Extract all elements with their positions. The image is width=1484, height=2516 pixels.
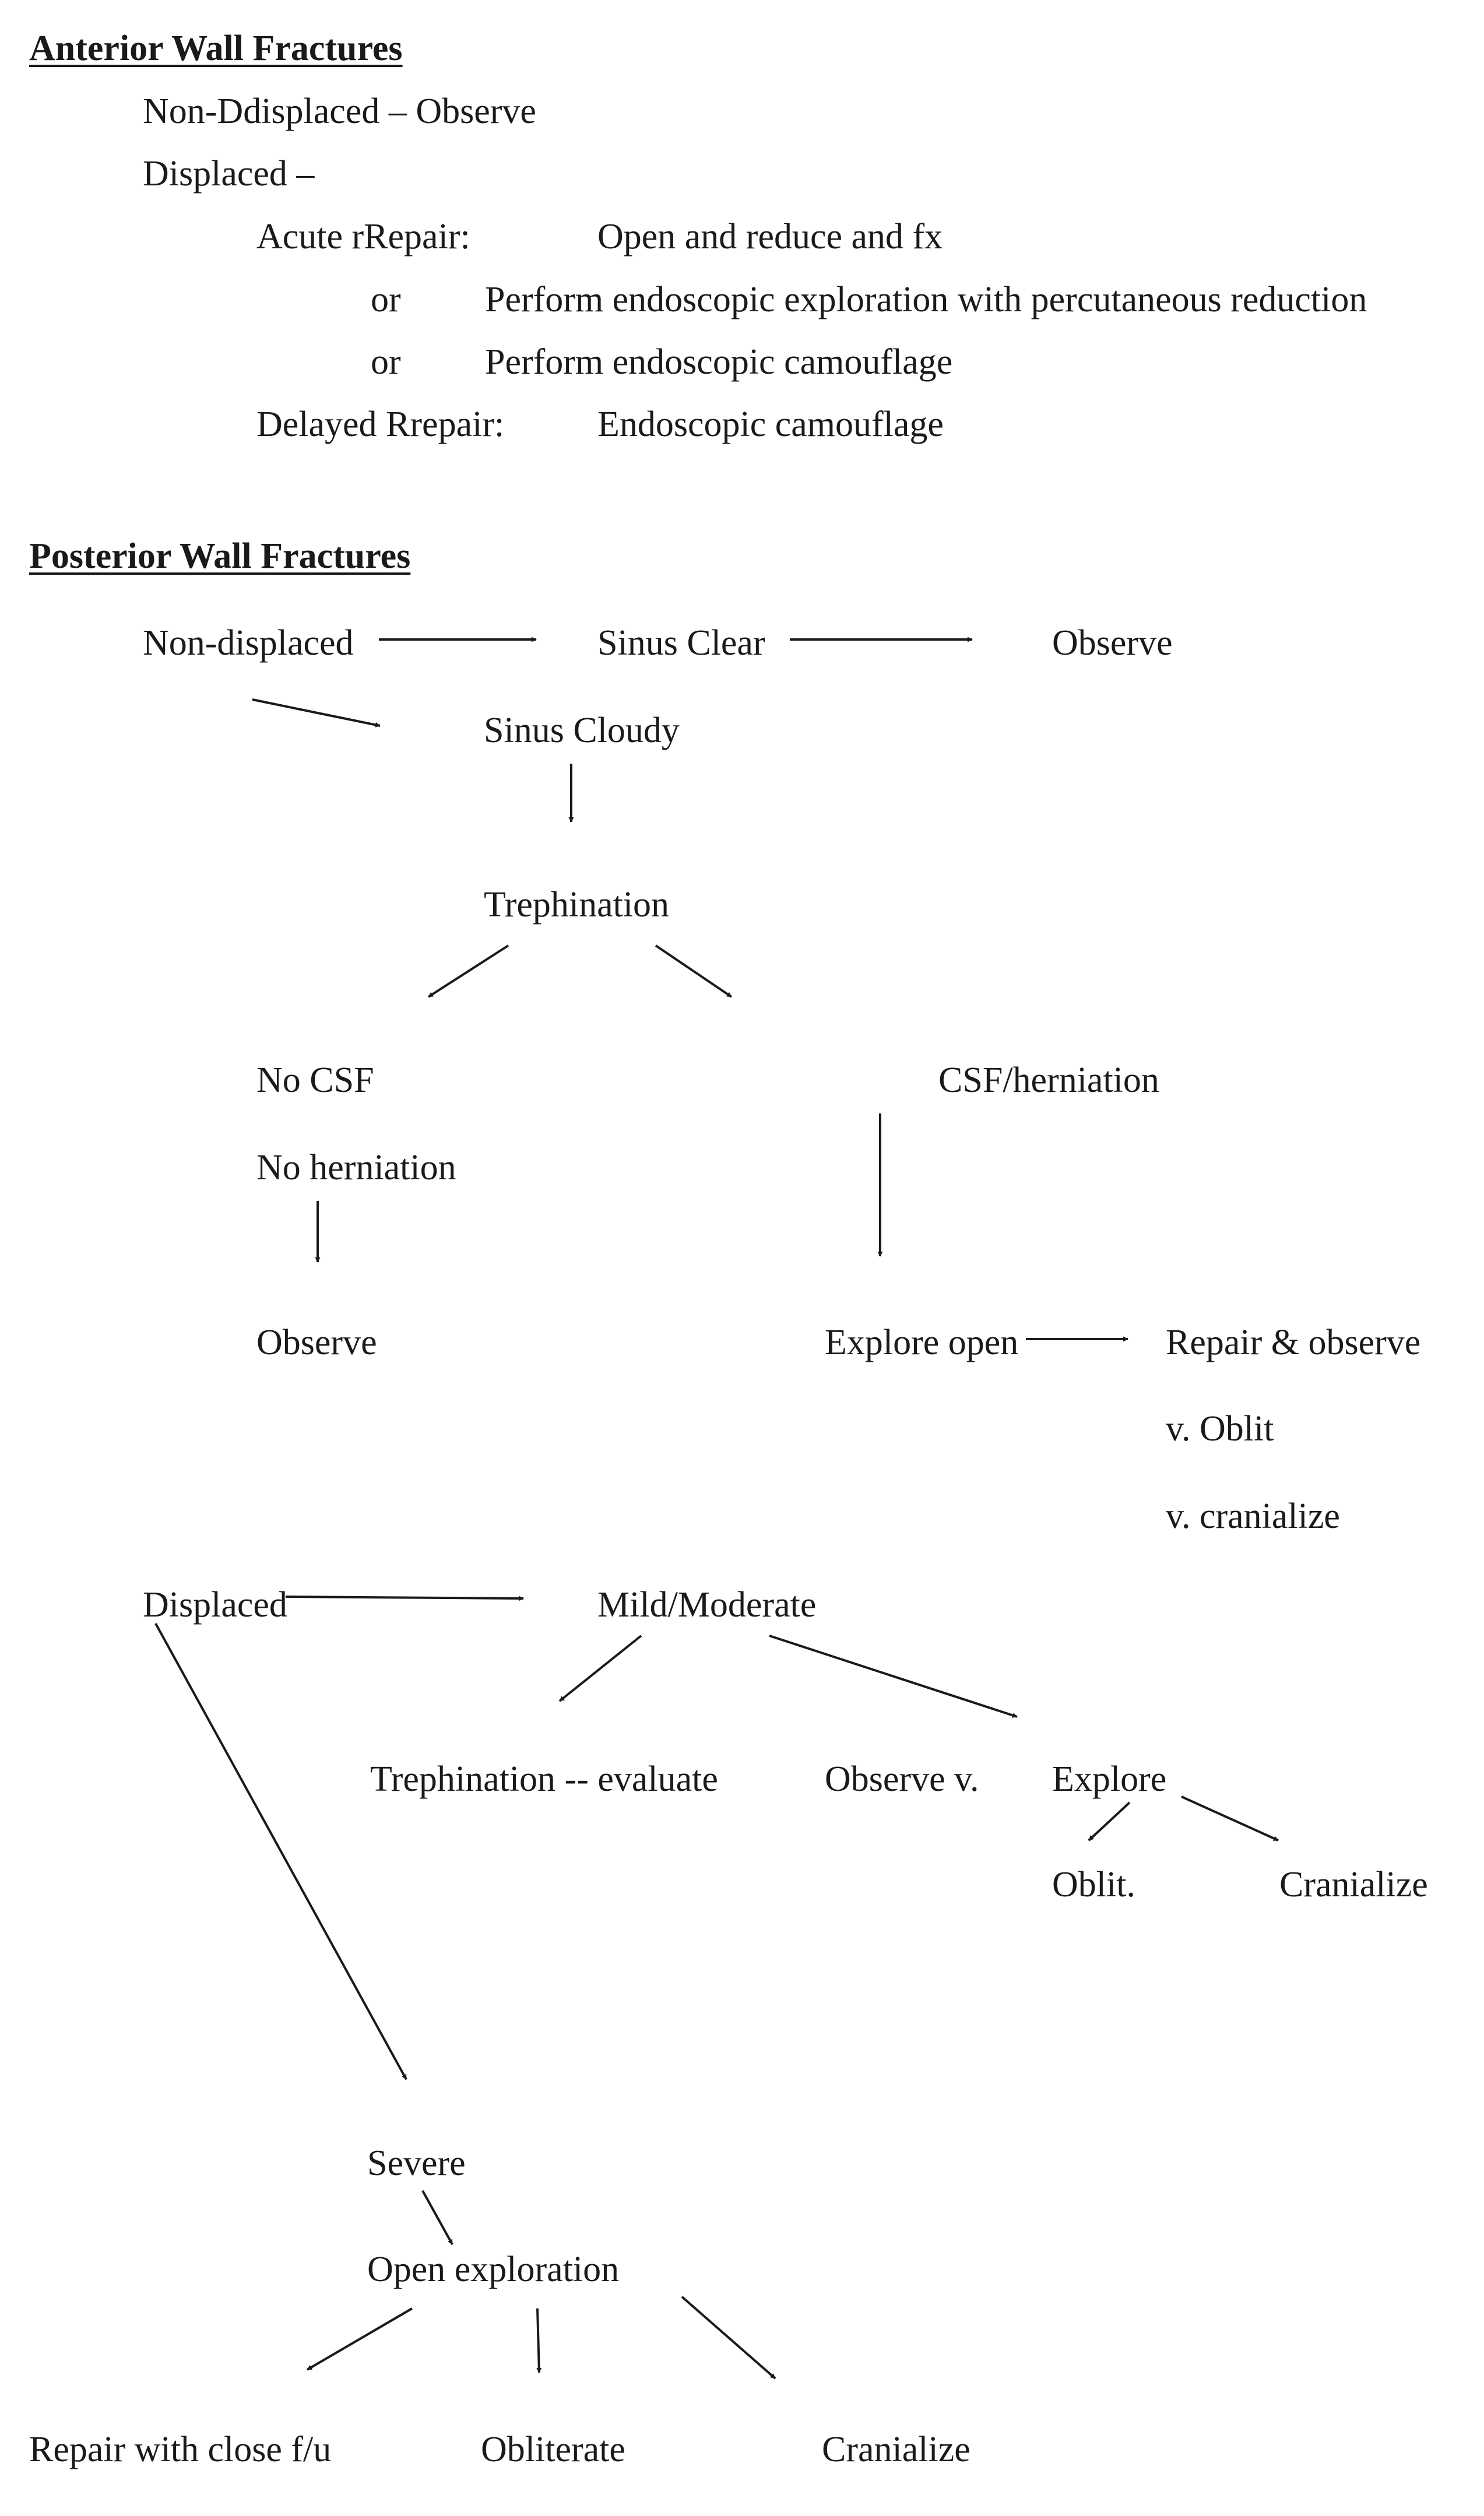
arrow-trephination-to-no-csf [427, 944, 509, 998]
node-sinus-cloudy: Sinus Cloudy [484, 711, 680, 750]
node-explore: Explore [1052, 1759, 1167, 1799]
arrow-displaced-to-mild-moderate [285, 1596, 524, 1601]
arrow-open-exploration-to-obliterate [536, 2308, 542, 2373]
node-open-exploration: Open exploration [367, 2250, 620, 2289]
arrow-nondisplaced-to-sinus-cloudy [252, 698, 381, 728]
arrow-severe-to-open-exploration [421, 2190, 453, 2245]
anterior-non-displaced: Non-Ddisplaced – Observe [143, 92, 536, 131]
node-observe-2: Observe [256, 1323, 377, 1362]
node-cranialize-2: Cranialize [822, 2430, 970, 2469]
node-no-csf: No CSF [256, 1060, 374, 1100]
or-label-2: or [371, 342, 401, 382]
node-displaced: Displaced [143, 1585, 287, 1625]
node-v-cranialize: v. cranialize [1166, 1496, 1340, 1536]
node-oblit: Oblit. [1052, 1865, 1135, 1904]
node-mild-moderate: Mild/Moderate [597, 1585, 817, 1625]
endoscopic-exploration-option: Perform endoscopic exploration with perc… [485, 280, 1367, 319]
anterior-displaced: Displaced – [143, 154, 315, 194]
arrow-displaced-to-severe [154, 1623, 407, 2080]
node-no-herniation: No herniation [256, 1148, 456, 1187]
node-v-oblit: v. Oblit [1166, 1409, 1274, 1449]
acute-repair-label: Acute rRepair: [256, 217, 470, 256]
arrow-open-exploration-to-cranialize [681, 2296, 776, 2380]
arrow-open-exploration-to-repair [306, 2307, 413, 2371]
node-repair-close-fu: Repair with close f/u [29, 2430, 332, 2469]
posterior-heading: Posterior Wall Fractures [29, 536, 411, 576]
node-trephination: Trephination [484, 885, 670, 925]
endoscopic-camouflage-option: Perform endoscopic camouflage [485, 342, 953, 382]
node-sinus-clear: Sinus Clear [597, 623, 765, 663]
anterior-heading: Anterior Wall Fractures [29, 29, 403, 68]
delayed-repair-label: Delayed Rrepair: [256, 405, 505, 444]
node-trephination-evaluate: Trephination -- evaluate [370, 1759, 718, 1799]
node-csf-herniation: CSF/herniation [938, 1060, 1159, 1100]
arrow-explore-to-oblit [1088, 1801, 1131, 1842]
node-explore-open: Explore open [825, 1323, 1019, 1362]
arrow-mild-moderate-to-trephination-evaluate [558, 1635, 642, 1702]
or-label-1: or [371, 280, 401, 319]
node-observe-v: Observe v. [825, 1759, 979, 1799]
node-severe: Severe [367, 2143, 466, 2183]
arrow-mild-moderate-to-explore [769, 1635, 1018, 1718]
delayed-repair-action: Endoscopic camouflage [597, 405, 944, 444]
arrow-trephination-to-csf-herniation [655, 944, 733, 998]
node-obliterate: Obliterate [481, 2430, 625, 2469]
arrow-explore-to-cranialize [1181, 1795, 1279, 1842]
node-non-displaced: Non-displaced [143, 623, 354, 663]
node-observe-1: Observe [1052, 623, 1173, 663]
acute-repair-action: Open and reduce and fx [597, 217, 943, 256]
node-cranialize-1: Cranialize [1279, 1865, 1428, 1904]
node-repair-observe: Repair & observe [1166, 1323, 1421, 1362]
